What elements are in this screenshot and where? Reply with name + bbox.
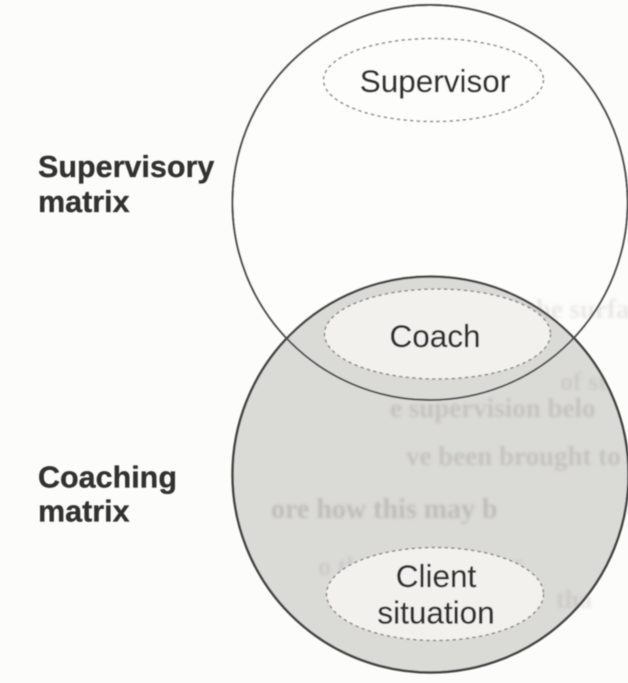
svg-text:situation: situation [377,595,494,631]
svg-text:Coaching: Coaching [38,461,177,495]
svg-text:matrix: matrix [38,185,130,219]
svg-text:Client: Client [396,558,477,594]
svg-text:matrix: matrix [38,495,130,529]
svg-text:ore how this may b: ore how this may b [271,494,498,525]
svg-text:ve been brought to s: ve been brought to s [406,441,628,471]
svg-text:Supervisory: Supervisory [38,150,214,184]
svg-text:tha: tha [556,585,592,614]
svg-text:e supervision belo: e supervision belo [390,393,596,423]
svg-text:Coach: Coach [389,318,480,354]
svg-text:Supervisor: Supervisor [360,63,511,99]
svg-text:of st: of st [560,367,607,396]
